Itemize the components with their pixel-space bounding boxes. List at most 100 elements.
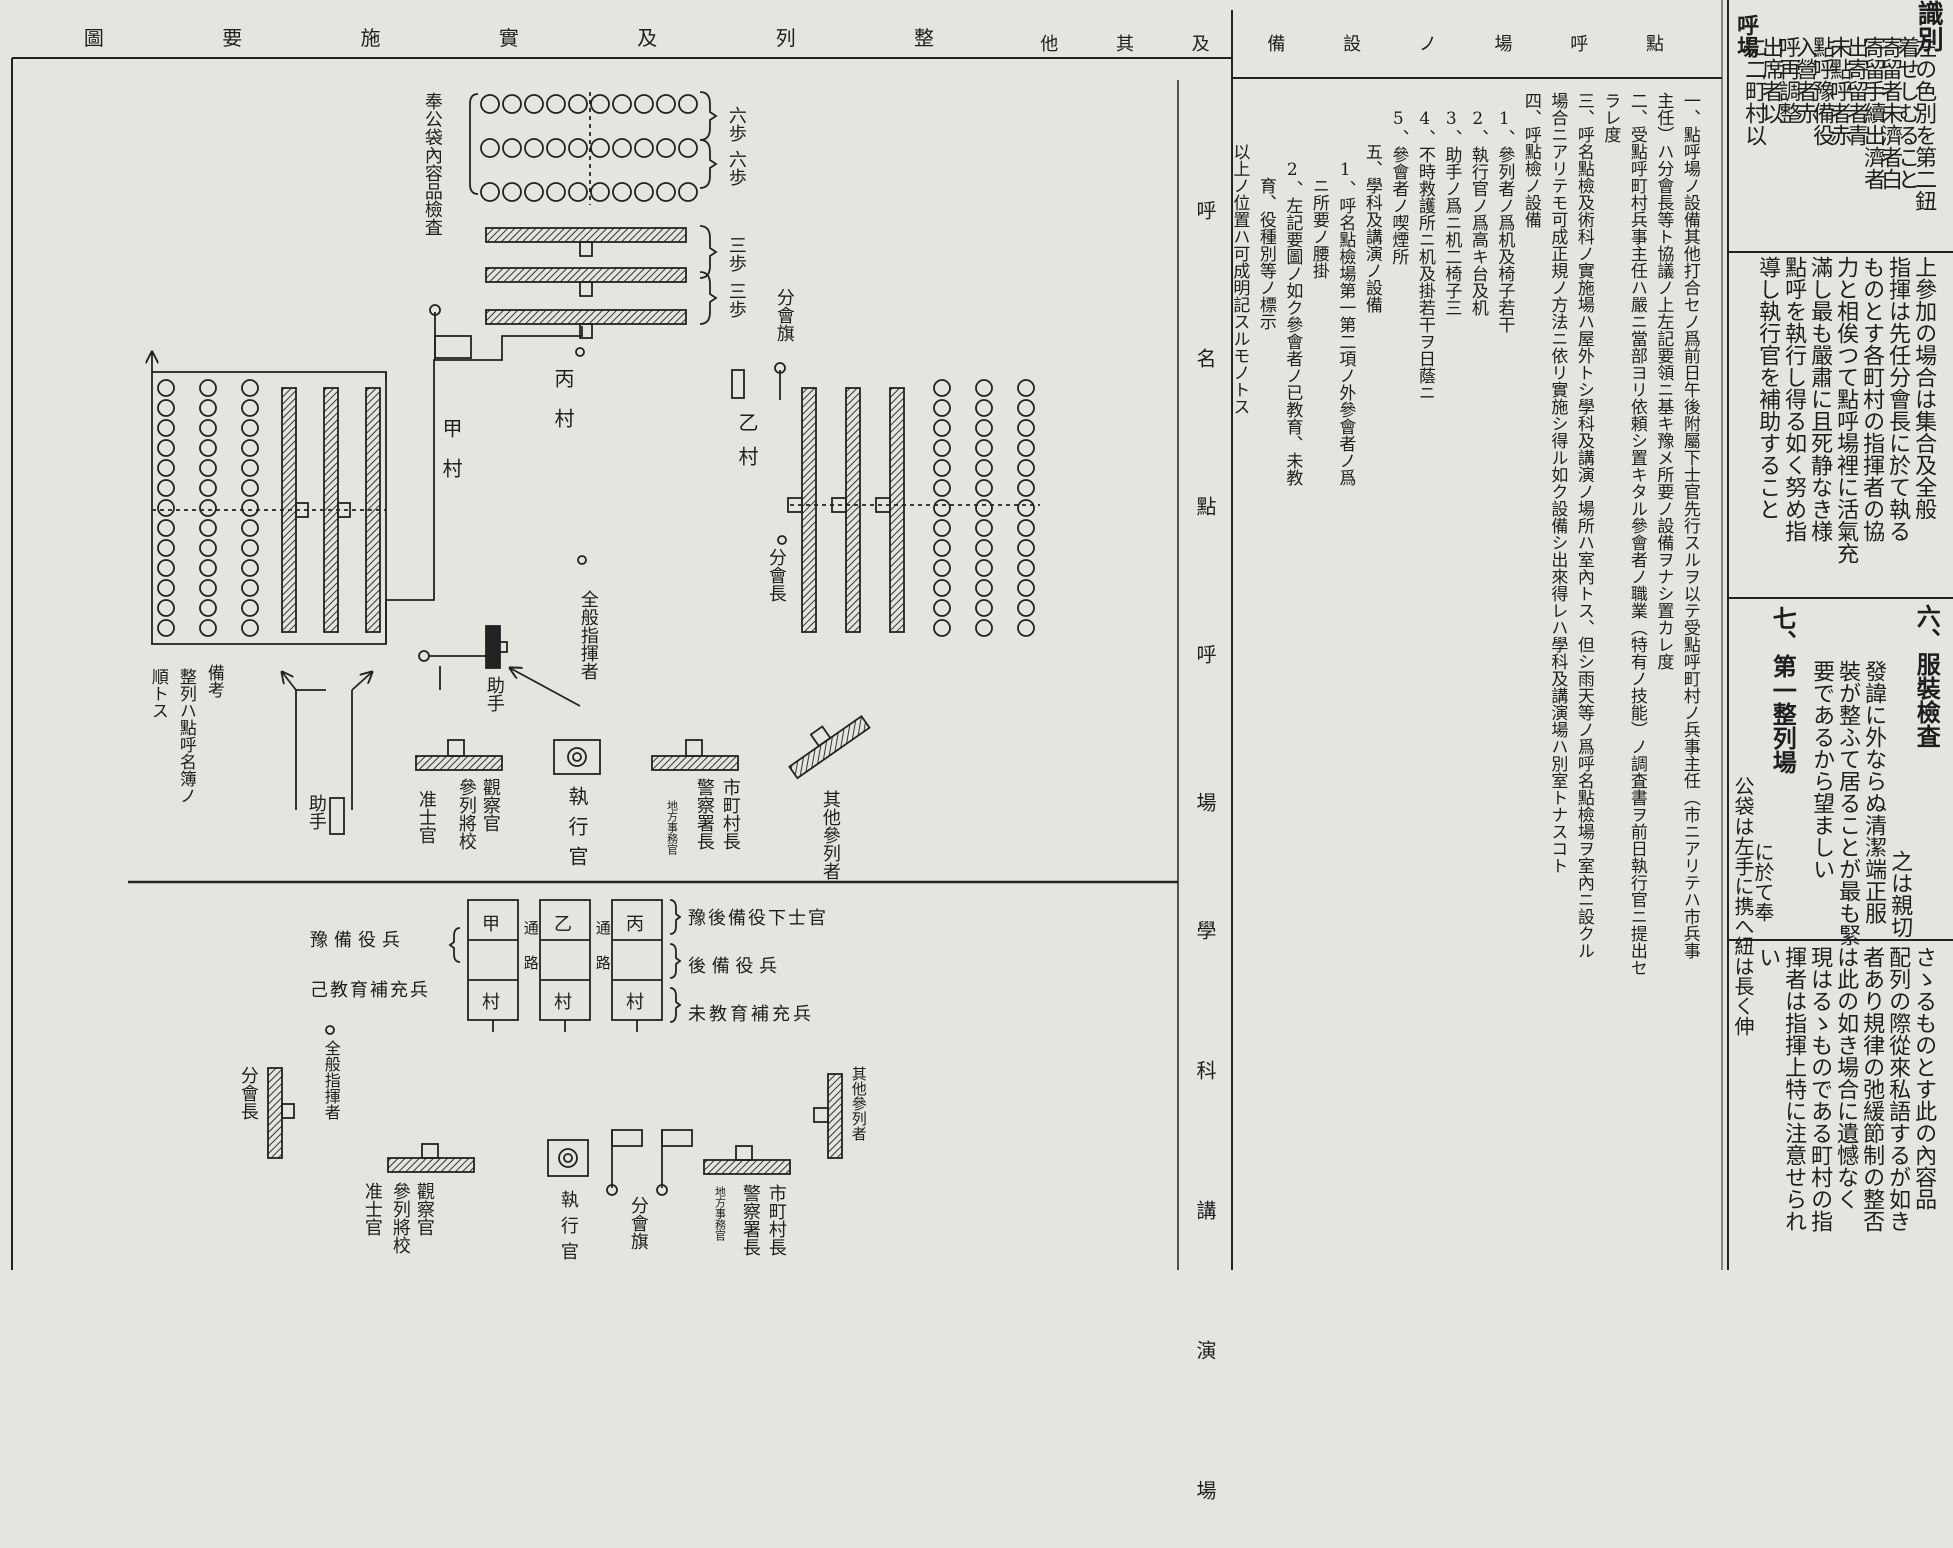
text-column: は此の如き場合に遺憾なく xyxy=(1833,946,1859,1210)
text-column: 力と相俟つて點呼場裡に活氣充 xyxy=(1833,256,1859,564)
hoshi-bag-label: 奉公袋內容品檢査 xyxy=(421,92,443,236)
text-column: 四、呼點檢ノ設備 xyxy=(1520,92,1541,228)
formation-diagram xyxy=(0,91,1040,1196)
lower-col-mura: 村 xyxy=(482,992,500,1013)
lower-col-kou: 甲 xyxy=(482,914,500,935)
zenpan-label: 全般指揮者 xyxy=(577,590,599,680)
block-heading: 識別 xyxy=(1913,0,1944,52)
text-column: 1、參列者ノ爲机及椅子若干 xyxy=(1494,92,1515,333)
text-column: 滿し最も嚴肅に且死静なき様 xyxy=(1807,256,1833,542)
lower-junshi-label: 准士官 xyxy=(361,1182,383,1236)
lower-row-label: 豫後備役下士官 xyxy=(688,908,828,929)
text-column: 裝が整ふて居ることが最も緊 xyxy=(1835,660,1861,946)
village-label-otsu: 乙村 xyxy=(735,412,759,480)
row-label-6ho: 六歩 xyxy=(725,150,747,186)
text-column: 三、呼名點檢及術科ノ實施場ハ屋外トシ學科及講演ノ場所ハ室內トス、但シ雨天等ノ爲呼… xyxy=(1573,92,1594,959)
layout-frame xyxy=(11,0,1953,1270)
lower-shikkou-label: 執行官 xyxy=(557,1190,579,1268)
row-label-6ho: 六歩 xyxy=(725,106,747,142)
text-column: 指揮は先任分會長に於て執る xyxy=(1885,256,1911,542)
text-column: 寄留者未濟者白 xyxy=(1877,36,1903,190)
text-column: 3、助手ノ爲ニ机二椅子三 xyxy=(1441,92,1462,316)
text-column: 出寄留者青 xyxy=(1843,36,1869,146)
text-column: 二、受點呼町村兵事主任ハ嚴ニ當部ヨリ依頼シ置キタル參會者ノ職業（特有ノ技能）ノ調… xyxy=(1626,92,1647,976)
lower-bunkaicho-label: 分會長 xyxy=(237,1066,259,1120)
text-column: 配列の際從來私語するが如き xyxy=(1885,946,1911,1232)
row-label-3ho: 三歩 xyxy=(725,236,747,272)
circle-row xyxy=(480,94,698,202)
lower-col-otsu: 乙 xyxy=(554,914,572,935)
village-label-hei: 丙村 xyxy=(551,368,575,448)
text-column: 4、不時救護所ニ机及掛若干ヲ日蔭ニ xyxy=(1414,92,1435,401)
lower-bunkaiki-label: 分會旗 xyxy=(627,1196,649,1250)
text-column: 寄留手續出濟者 xyxy=(1860,36,1886,190)
sonota-label: 其他參列者 xyxy=(819,790,841,880)
biko-label: 備考 xyxy=(203,664,224,698)
junshi-label: 准士官 xyxy=(415,790,437,844)
section-label-roll-call: 呼 名 點 呼 場 xyxy=(1193,200,1217,864)
text-column: 育、役種別等ノ標示 xyxy=(1255,92,1276,330)
text-column: 呼再調整 xyxy=(1775,36,1801,124)
lower-sonota-label: 其他參列者 xyxy=(849,1066,868,1141)
text-column: に於て奉 xyxy=(1751,842,1775,922)
aisle-label: 通路 xyxy=(593,920,612,990)
row-label-3ho: 三歩 xyxy=(725,282,747,318)
text-column: 公袋は左手に携へ紐は長く伸 xyxy=(1731,776,1755,1036)
text-column: 1、呼名點檢場第一第二項ノ外參會者ノ爲 xyxy=(1335,92,1356,486)
assistant-label-2: 助手 xyxy=(305,794,327,830)
circle-column xyxy=(157,379,259,637)
text-column: ラレ度 xyxy=(1600,92,1621,143)
text-column: 主任）ハ分會長等ト協議ノ上左記要領ニ基キ豫メ所要ノ設備ヲナシ置カレ度 xyxy=(1653,92,1674,670)
section-heading-6: 六、服裝檢査 xyxy=(1912,604,1942,748)
text-column: 5、參會者ノ喫煙所 xyxy=(1388,92,1409,265)
text-column: ニ所要ノ腰掛 xyxy=(1308,92,1329,279)
block-heading: 呼場 xyxy=(1733,14,1760,58)
text-column: 入營者赤 xyxy=(1792,36,1818,124)
text-column: 場合ニアリテモ可成正規ノ方法ニ依リ實施シ得ル如ク設備シ出來得レハ學科及講演場ハ別… xyxy=(1547,92,1568,874)
text-column: 發諱に外ならぬ清潔端正服 xyxy=(1861,660,1887,924)
circle-column xyxy=(933,379,1035,637)
text-column: 2、執行官ノ爲高キ台及机 xyxy=(1467,92,1488,316)
section-heading-7: 七、第一整列場 xyxy=(1768,606,1798,774)
text-column: 上參加の場合は集合及全般 xyxy=(1911,256,1937,520)
section-label-lecture: 學 科 講 演 場 xyxy=(1193,920,1217,1548)
text-column: 未點呼者赤 xyxy=(1826,36,1852,146)
lower-kansatsu-label: 觀察官 xyxy=(413,1182,435,1236)
text-column: 五、學科及講演ノ設備 xyxy=(1361,92,1382,313)
kansatsu-sub: 參列將校 xyxy=(455,778,477,850)
lower-col-mura: 村 xyxy=(554,992,572,1013)
text-column: 者あり規律の弛緩節制の整否 xyxy=(1859,946,1885,1232)
text-column: 要であるから望ましい xyxy=(1809,660,1835,880)
aisle-label: 通路 xyxy=(521,920,540,990)
text-column: ものとす各町村の指揮者の協 xyxy=(1859,256,1885,542)
bunkai-flag-label: 分會旗 xyxy=(773,288,795,342)
lower-kansatsu-sub: 參列將校 xyxy=(389,1182,411,1254)
assistant-label: 助手 xyxy=(483,676,505,712)
village-label-kou: 甲村 xyxy=(439,418,463,498)
kansatsu-label: 觀察官 xyxy=(479,778,501,832)
diagram-title: 整 列 及 實 施 要 圖 xyxy=(83,26,990,50)
biko-text: 整列ハ點呼名簿ノ xyxy=(175,668,196,804)
text-column: 着せしむること xyxy=(1894,36,1920,190)
keisatsu-label: 警察署長 xyxy=(693,778,715,850)
biko-text: 順トス xyxy=(147,668,168,719)
lower-col-hei: 丙 xyxy=(626,914,644,935)
text-column: さゝるものとす此の內容品 xyxy=(1911,946,1937,1210)
lower-row-label: 未教育補充兵 xyxy=(688,1004,814,1025)
lower-zenpan-label: 全般指揮者 xyxy=(321,1040,341,1120)
text-column: 以上ノ位置ハ可成明記スルモノトス xyxy=(1229,92,1250,415)
text-column: 揮者は指揮上特に注意せられ xyxy=(1781,946,1807,1232)
lower-chiho-label: 地方事務官 xyxy=(713,1186,727,1241)
text-column: 2、左記要圖ノ如ク參會者ノ已教育、未教 xyxy=(1282,92,1303,486)
text-column: 左の色別を第二鈕 xyxy=(1911,36,1937,212)
bunkaicho-label: 分會長 xyxy=(765,548,787,602)
lower-row-label: 豫備役兵 xyxy=(310,930,406,951)
text-column: 點呼を執行し得る如く努め指 xyxy=(1781,256,1807,542)
lower-row-label: 己教育補充兵 xyxy=(310,980,430,1001)
text-column: 之は親切 xyxy=(1887,850,1913,938)
text-column: 一、點呼場ノ設備其他打合セノ爲前日午後附屬下士官先行スルヲ以テ受點呼町村ノ兵事主… xyxy=(1679,92,1700,959)
chiho-label: 地方事務官 xyxy=(665,800,679,855)
equipment-title: 點 呼 場 ノ 設 備 及 其 他 xyxy=(1040,34,1690,55)
text-column: 現はるゝものである町村の指 xyxy=(1807,946,1833,1232)
shichoson-label: 市町村長 xyxy=(719,778,741,850)
